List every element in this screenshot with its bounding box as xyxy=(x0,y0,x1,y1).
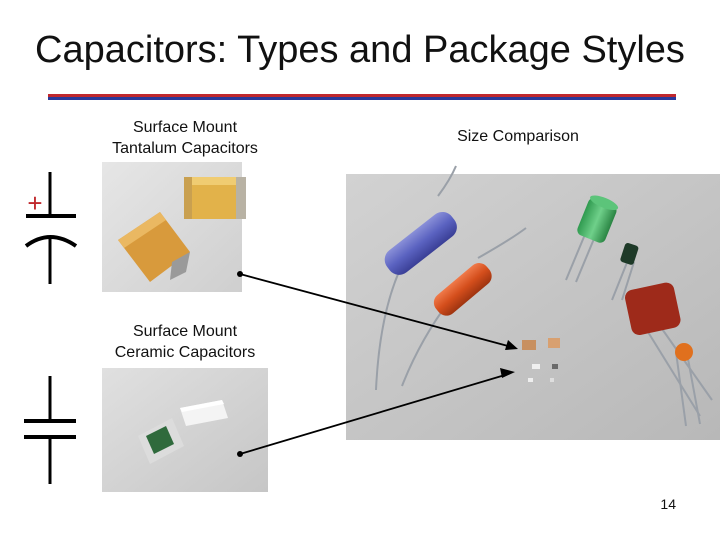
smd-part-1 xyxy=(522,340,536,350)
arrow-tantalum-to-size xyxy=(237,271,518,350)
size-comparison-photo xyxy=(346,165,720,440)
arrow-ceramic-to-size xyxy=(237,368,515,457)
slide-title: Capacitors: Types and Package Styles xyxy=(35,29,685,71)
smd-part-4 xyxy=(552,364,558,369)
ceramic-disc-capacitor xyxy=(675,343,693,361)
polarity-plus-sign: + xyxy=(27,188,42,218)
polarized-capacitor-symbol: + xyxy=(24,172,78,284)
smd-part-3 xyxy=(532,364,540,369)
title-divider-red xyxy=(48,94,676,97)
ceramic-caption: Surface Mount Ceramic Capacitors xyxy=(90,321,280,363)
tantalum-photo xyxy=(102,162,246,292)
smd-part-6 xyxy=(550,378,554,382)
green-radial-capacitor xyxy=(577,195,619,243)
ceramic-caption-line1: Surface Mount xyxy=(132,323,238,340)
page-number: 14 xyxy=(660,496,676,512)
smd-part-2 xyxy=(548,338,560,348)
ceramic-chip-white xyxy=(180,400,228,426)
ceramic-chip-green xyxy=(138,418,184,464)
title-divider-blue xyxy=(48,97,676,100)
small-black-capacitor xyxy=(620,243,639,265)
ceramic-photo xyxy=(102,368,268,492)
blue-axial-capacitor xyxy=(384,211,457,275)
tantalum-caption: Surface Mount Tantalum Capacitors xyxy=(90,117,280,159)
tantalum-caption-line2: Tantalum Capacitors xyxy=(112,140,258,157)
tantalum-chip-small xyxy=(184,177,246,219)
ceramic-caption-line2: Ceramic Capacitors xyxy=(114,344,256,361)
orange-axial-capacitor xyxy=(433,263,492,316)
size-comparison-caption: Size Comparison xyxy=(457,128,579,145)
tantalum-caption-line1: Surface Mount xyxy=(132,119,238,136)
smd-part-5 xyxy=(528,378,533,382)
ceramic-capacitor-symbol xyxy=(24,376,76,484)
red-mica-capacitor xyxy=(625,282,681,336)
tantalum-chip-large xyxy=(118,212,190,282)
